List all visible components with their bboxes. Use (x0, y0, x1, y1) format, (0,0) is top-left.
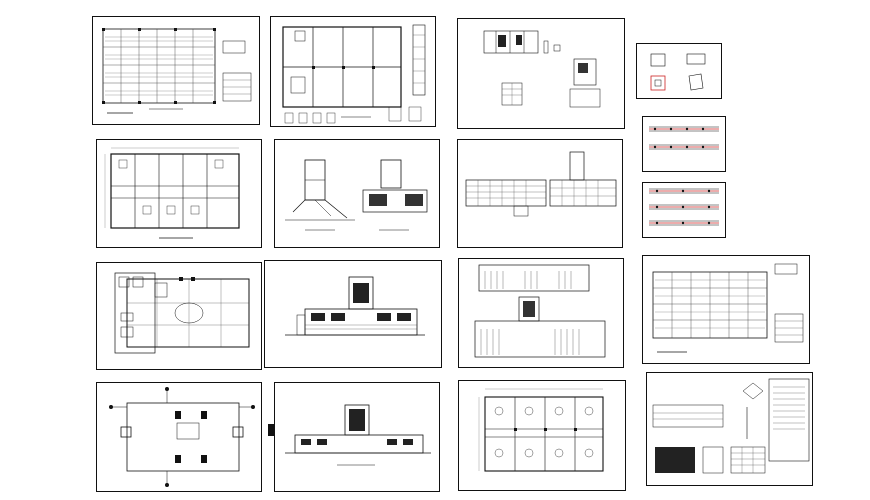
sheet-beam-details-red-2[interactable] (642, 182, 726, 238)
sheet-floor-plan-furnished[interactable] (458, 380, 626, 491)
elevations-pair-drawing (465, 151, 617, 217)
sheet-floor-plan-dimensioned[interactable] (96, 139, 262, 248)
sheet-beam-details-red[interactable] (642, 116, 726, 172)
beam-details-drawing (649, 126, 719, 150)
small-details-drawing (650, 53, 706, 91)
sheet-front-elevation[interactable] (264, 260, 442, 368)
elevations-stacked-drawing (474, 264, 606, 358)
site-plan-drawing (114, 272, 250, 354)
sheet-marker (268, 424, 274, 436)
floor-plan-drawing (282, 24, 426, 124)
sheet-small-details[interactable] (636, 43, 722, 99)
sections-drawing (285, 159, 428, 231)
structural-grid-drawing (102, 28, 252, 114)
foundation-plan-drawing (109, 387, 255, 487)
front-elevation-2-drawing (285, 404, 431, 466)
sheet-elevations-stacked[interactable] (458, 258, 624, 368)
structural-grid-2-drawing (652, 263, 804, 353)
sheet-site-plan-with-furniture[interactable] (96, 262, 262, 370)
dimensioned-plan-drawing (104, 147, 240, 239)
sheet-structural-grid-plan[interactable] (92, 16, 260, 125)
sheet-elevations-pair[interactable] (457, 139, 623, 248)
furnished-plan-drawing (478, 388, 604, 472)
front-elevation-drawing (285, 276, 425, 336)
sheet-floor-plan-with-details[interactable] (270, 16, 436, 127)
sheet-detail-sheet-with-tables[interactable] (646, 372, 813, 486)
sheet-sections-stair[interactable] (274, 139, 440, 248)
beam-details-2-drawing (649, 188, 719, 226)
sheet-structural-grid-plan-2[interactable] (642, 255, 810, 364)
construction-details-drawing (483, 30, 601, 108)
detail-tables-drawing (652, 378, 810, 474)
sheet-front-elevation-2[interactable] (274, 382, 440, 492)
sheet-construction-details[interactable] (457, 18, 625, 129)
sheet-foundation-plan[interactable] (96, 382, 262, 492)
